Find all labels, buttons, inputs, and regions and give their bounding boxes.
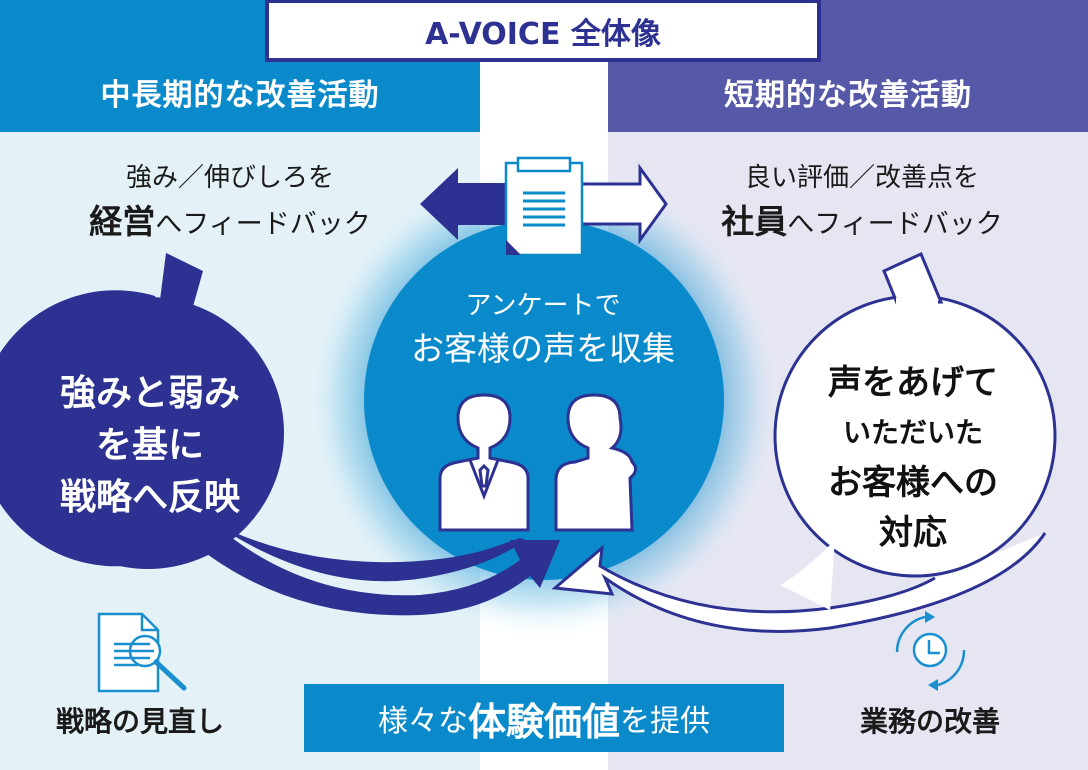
clock-cycle-icon xyxy=(895,611,966,691)
left-section-header: 中長期的な改善活動 xyxy=(0,48,480,132)
right-speech-bubble xyxy=(551,251,1057,633)
right-feedback-rest: へフィードバック xyxy=(787,209,1003,240)
arrow-right-to-employees xyxy=(578,163,668,245)
center-caption-line2: お客様の声を収集 xyxy=(411,329,675,368)
left-feedback-text: 強み／伸びしろを 経営へフィードバック xyxy=(40,158,420,249)
left-footer-label: 戦略の見直し xyxy=(55,705,224,738)
left-speech-bubble xyxy=(0,253,560,616)
left-feedback-target: 経営 xyxy=(89,202,156,241)
left-bubble-text: 強みと弱み を基に 戦略へ反映 xyxy=(30,368,270,524)
right-section-header: 短期的な改善活動 xyxy=(608,48,1088,132)
arrow-left-to-management xyxy=(420,168,520,240)
center-caption-line1: アンケートで xyxy=(465,291,621,321)
right-bubble-line: お客様への xyxy=(828,463,998,503)
center-caption: アンケートで お客様の声を収集 xyxy=(368,286,718,372)
left-feedback-rest: へフィードバック xyxy=(155,209,371,240)
right-footer-label: 業務の改善 xyxy=(859,705,1000,738)
clipboard-document-icon xyxy=(504,156,584,257)
center-circle xyxy=(364,220,724,580)
left-feedback-line2: 経営へフィードバック xyxy=(40,198,420,249)
title-box: A-VOICE 全体像 xyxy=(265,0,821,62)
right-bubble-line: いただいた xyxy=(842,416,983,449)
left-bubble-line: 戦略へ反映 xyxy=(59,477,240,518)
banner-suffix: を提供 xyxy=(620,704,710,739)
right-bubble-text: 声をあげて いただいた お客様への 対応 xyxy=(798,358,1028,558)
right-bubble-line: 対応 xyxy=(879,513,947,553)
businessman-icon xyxy=(438,393,530,532)
bottom-banner: 様々な体験価値を提供 xyxy=(304,684,784,752)
document-search-icon xyxy=(97,612,187,693)
right-feedback-line2: 社員へフィードバック xyxy=(672,198,1052,249)
left-bubble-line: 強みと弱み xyxy=(59,373,240,414)
left-bubble-line: を基に xyxy=(95,425,204,466)
right-bubble-line: 声をあげて xyxy=(828,363,998,403)
right-header-label: 短期的な改善活動 xyxy=(724,78,972,113)
right-feedback-line1: 良い評価／改善点を xyxy=(744,163,979,193)
banner-prefix: 様々な xyxy=(377,704,468,739)
banner-emphasis: 体験価値 xyxy=(467,699,620,744)
left-header-label: 中長期的な改善活動 xyxy=(100,78,380,113)
right-feedback-text: 良い評価／改善点を 社員へフィードバック xyxy=(672,158,1052,249)
right-feedback-target: 社員 xyxy=(721,202,788,241)
page-title: A-VOICE 全体像 xyxy=(425,16,661,52)
woman-icon xyxy=(554,393,637,532)
left-feedback-line1: 強み／伸びしろを xyxy=(125,163,334,193)
